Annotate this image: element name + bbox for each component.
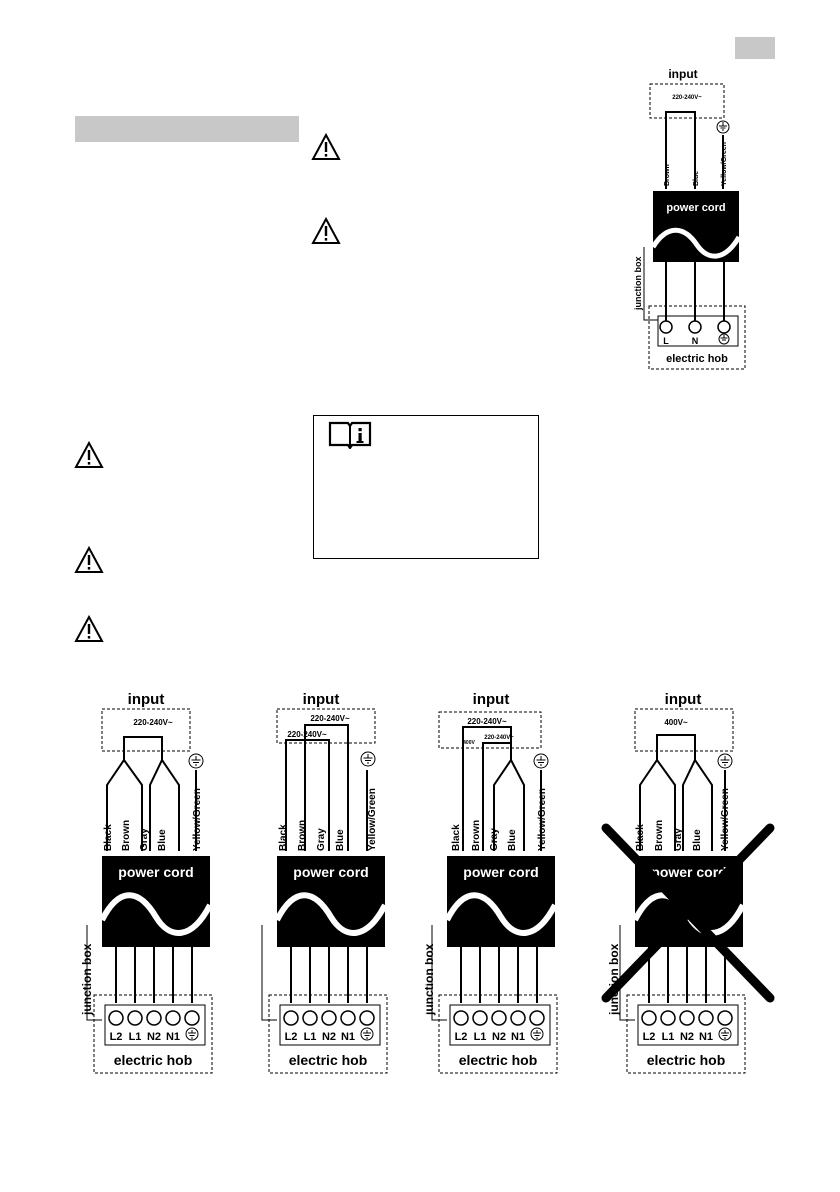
terminal-label: L2 (285, 1031, 298, 1043)
section-heading-bar (75, 116, 299, 142)
terminal-label: N1 (166, 1031, 180, 1043)
terminal-label: L1 (129, 1031, 142, 1043)
terminal-label: L1 (474, 1031, 487, 1043)
wire-label: Yellow/Green (192, 788, 203, 851)
ground-symbol-icon (718, 1027, 732, 1041)
wire-label: Black (278, 824, 289, 851)
voltage-label: 220-240V~ (672, 95, 702, 101)
terminal-label: N2 (680, 1031, 694, 1043)
voltage-label: 400V (463, 740, 475, 746)
warning-triangle-icon (311, 133, 341, 160)
power-cord-label: power cord (651, 864, 726, 880)
power-cord-label: power cord (666, 202, 725, 214)
ground-symbol-icon (717, 753, 733, 769)
warning-triangle-icon (311, 217, 341, 244)
voltage-label: 220-240V~ (310, 714, 350, 723)
input-label: input (668, 67, 697, 81)
wire-label: Brown (471, 820, 482, 851)
terminal-label: N1 (341, 1031, 355, 1043)
ground-symbol-icon (530, 1027, 544, 1041)
wire-label: Blue (157, 829, 168, 851)
terminal-label: L2 (110, 1031, 123, 1043)
ground-symbol-icon (533, 753, 549, 769)
wire-label: Yellow/Green (537, 788, 548, 851)
wire-label: Gray (316, 828, 327, 851)
ground-symbol-icon (716, 120, 730, 134)
input-label: input (473, 691, 510, 708)
warning-triangle-icon (74, 546, 104, 573)
wire-label: Brown (297, 820, 308, 851)
ground-symbol-icon (188, 753, 204, 769)
ground-symbol-icon (360, 751, 376, 767)
power-cord-label: power cord (118, 864, 193, 880)
terminal-label: L1 (304, 1031, 317, 1043)
info-book-icon (328, 421, 372, 449)
terminal-label: N1 (511, 1031, 525, 1043)
terminal-label: L1 (662, 1031, 675, 1043)
electric-hob-label: electric hob (666, 353, 728, 365)
warning-triangle-icon (74, 441, 104, 468)
ground-symbol-icon (718, 333, 730, 345)
wire-label: Black (451, 824, 462, 851)
wire-label: Gray (489, 828, 500, 851)
voltage-label: 220-240V~ (287, 730, 327, 739)
wiring-diagram-4-incorrect: input 400V~ Black Brown Gray Blue Yellow… (601, 691, 775, 1074)
terminal-label: N (692, 336, 699, 346)
wire-label: Blue (335, 829, 346, 851)
terminal-label: N2 (492, 1031, 506, 1043)
power-cord-label: power cord (293, 864, 368, 880)
terminal-label: L2 (643, 1031, 656, 1043)
terminal-label: N1 (699, 1031, 713, 1043)
wire-label: Brown (664, 164, 671, 186)
voltage-label: 220-240V~ (484, 735, 514, 741)
single-phase-connection-diagram: input 220-240V~ Brown Blue Yellow/Green … (633, 67, 746, 370)
wire-label: Brown (121, 820, 132, 851)
terminal-label: L2 (455, 1031, 468, 1043)
wiring-diagram-2: input 220-240V~ 220-240V~ Black Brown Gr… (261, 691, 388, 1074)
wiring-diagram-3: input 220-240V~ 400V 220-240V~ Black Bro… (425, 691, 558, 1074)
warning-triangle-icon (74, 615, 104, 642)
voltage-label: 220-240V~ (467, 717, 507, 726)
terminal-label: N2 (147, 1031, 161, 1043)
ground-symbol-icon (185, 1027, 199, 1041)
junction-box-label: junction box (80, 943, 94, 1016)
wire-label: Yellow/Green (367, 788, 378, 851)
terminal-label: N2 (322, 1031, 336, 1043)
voltage-label: 220-240V~ (133, 718, 173, 727)
cross-out-x-mark (601, 823, 775, 1003)
electric-hob-label: electric hob (289, 1052, 368, 1068)
wire-label: Blue (692, 829, 703, 851)
electric-hob-label: electric hob (647, 1052, 726, 1068)
terminal-label: L (663, 336, 669, 346)
wire-label: Yellow/Green (720, 788, 731, 851)
wire-label: Brown (654, 820, 665, 851)
wire-label: Blue (507, 829, 518, 851)
electric-hob-label: electric hob (459, 1052, 538, 1068)
wire-label: Blue (693, 171, 700, 186)
junction-box-label: junction box (425, 943, 436, 1016)
input-label: input (303, 691, 340, 708)
page-tab-marker (735, 37, 775, 59)
wire-label: Yellow/Green (721, 142, 728, 186)
info-note-box (313, 415, 539, 559)
wire-label: Gray (139, 828, 150, 851)
wire-label: Gray (673, 828, 684, 851)
input-label: input (128, 691, 165, 708)
power-cord-label: power cord (463, 864, 538, 880)
ground-symbol-icon (360, 1027, 374, 1041)
wiring-diagram-1: input 220-240V~ Black Brown Gray Blue Ye… (80, 691, 213, 1074)
voltage-label: 400V~ (664, 718, 688, 727)
wire-label: Black (635, 824, 646, 851)
electric-hob-label: electric hob (114, 1052, 193, 1068)
junction-box-label: junction box (633, 257, 643, 312)
input-label: input (665, 691, 702, 708)
wire-label: Black (103, 824, 114, 851)
